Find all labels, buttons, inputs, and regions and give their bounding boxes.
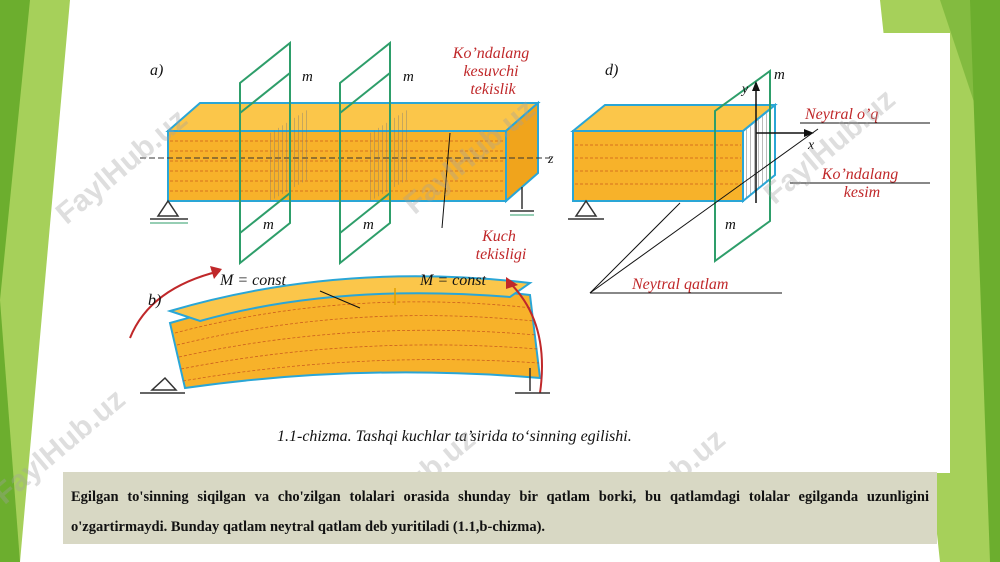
plane-m-label-2: m bbox=[403, 69, 414, 85]
panel-d-plane-m-bottom: m bbox=[725, 217, 736, 233]
plane-m-label-1: m bbox=[302, 69, 313, 85]
panel-b-beam bbox=[129, 128, 819, 394]
axis-x-label: x bbox=[807, 138, 815, 153]
caption-box: Egilgan to'sinning siqilgan va cho'zilga… bbox=[63, 472, 937, 544]
beam-bending-figure: a) m m m m z Ko’ndalang kesuvchi tekisli… bbox=[129, 40, 930, 445]
moment-left-label: M = const bbox=[219, 272, 286, 289]
cross-section-label: Ko’ndalang kesim bbox=[821, 166, 902, 201]
figure-panel: a) m m m m z Ko’ndalang kesuvchi tekisli… bbox=[70, 33, 950, 473]
panel-d-letter: d) bbox=[605, 62, 618, 79]
panel-d-plane-m-top: m bbox=[774, 67, 785, 83]
panel-d-beam bbox=[568, 69, 814, 263]
plane-m-label-3: m bbox=[263, 217, 274, 233]
plane-m-label-4: m bbox=[363, 217, 374, 233]
axis-y-label: y bbox=[740, 82, 749, 97]
left-green-decoration bbox=[0, 0, 70, 562]
figure-caption: 1.1-chizma. Tashqi kuchlar ta’sirida to‘… bbox=[277, 428, 632, 445]
neutral-layer-label: Neytral qatlam bbox=[631, 276, 728, 293]
panel-a-letter: a) bbox=[150, 62, 163, 79]
moment-right-label: M = const bbox=[419, 272, 486, 289]
force-plane-label: Kuch tekisligi bbox=[476, 228, 527, 263]
axis-z-label: z bbox=[547, 152, 554, 167]
caption-text: Egilgan to'sinning siqilgan va cho'zilga… bbox=[71, 489, 929, 535]
neutral-axis-label: Neytral o’q bbox=[804, 106, 878, 123]
panel-b-letter: b) bbox=[148, 292, 161, 309]
cross-plane-label: Ko’ndalang kesuvchi tekislik bbox=[452, 45, 533, 98]
